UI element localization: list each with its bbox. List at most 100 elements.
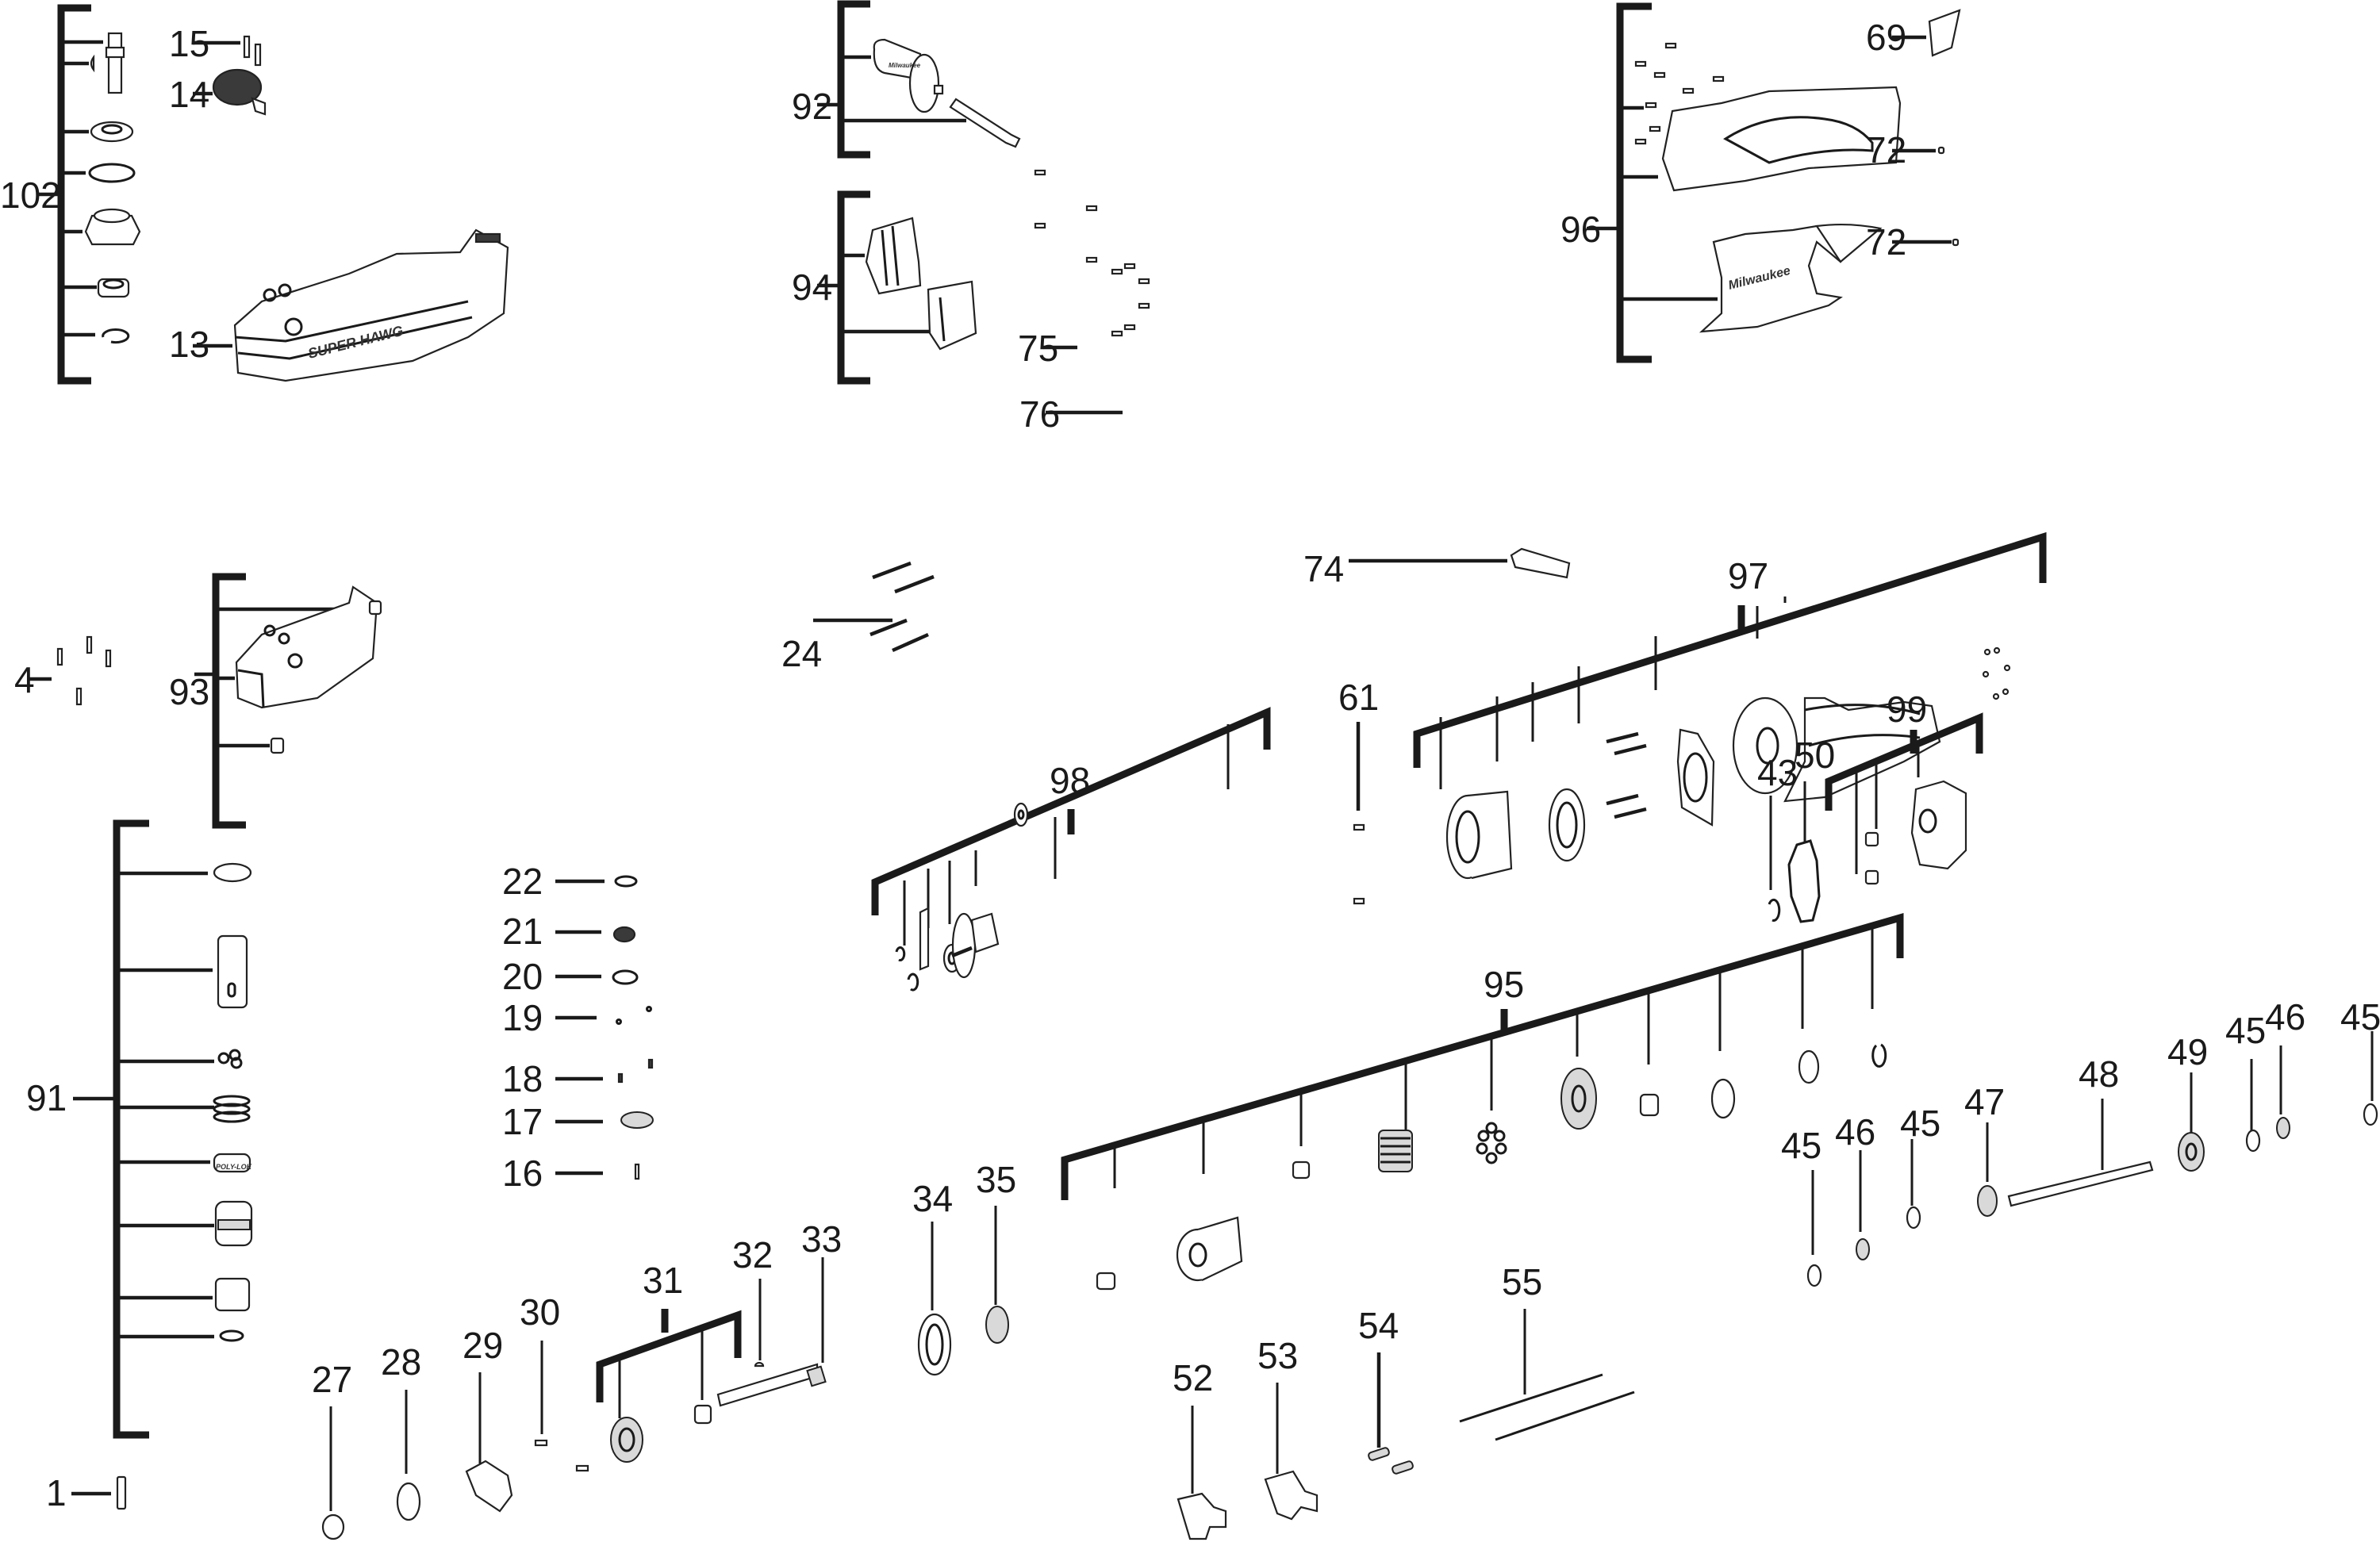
label-61: 61 (1338, 677, 1379, 718)
thrust-bearing-part (1856, 1238, 1870, 1260)
spur-gear-part (2178, 1132, 2205, 1172)
armature-part (951, 912, 1000, 979)
callout-53: 53 (1257, 1335, 1319, 1521)
label-91: 91 (26, 1077, 67, 1118)
bearing-seal-part (90, 121, 134, 143)
callout-33: 33 (716, 1218, 842, 1407)
pin-part (1495, 1391, 1635, 1441)
label-52: 52 (1173, 1357, 1213, 1398)
label-97: 97 (1728, 555, 1768, 597)
label-95: 95 (1484, 964, 1524, 1005)
screw-part (1353, 897, 1365, 905)
washer-part (1906, 1206, 1921, 1230)
intermediate-gear-part (610, 1417, 643, 1463)
bearing-plate-part (84, 208, 141, 246)
callout-61: 61 (1338, 677, 1379, 905)
plug-part (1952, 238, 1960, 247)
bushing-part (693, 1404, 712, 1425)
baffle-part (919, 907, 930, 971)
label-47: 47 (1964, 1081, 2005, 1122)
label-29: 29 (463, 1325, 503, 1366)
callout-31: 31 (596, 1260, 742, 1418)
spindle-shaft-part (716, 1363, 819, 1407)
callout-55: 55 (1459, 1261, 1635, 1441)
callout-45-c: 45 (2225, 1010, 2266, 1153)
chuck-balls-part (217, 1049, 243, 1069)
screw-part (86, 635, 93, 654)
screw-part (254, 43, 262, 67)
label-54: 54 (1358, 1305, 1399, 1346)
callout-35: 35 (976, 1159, 1016, 1344)
clutch-dog-part (985, 1306, 1009, 1344)
screw-part (634, 1163, 640, 1180)
chuck-body-part (217, 934, 248, 1009)
callout-16: 16 (502, 1153, 640, 1194)
long-screw-part (892, 632, 929, 653)
seal-part (321, 1513, 345, 1540)
callout-52: 52 (1173, 1357, 1227, 1540)
label-49: 49 (2167, 1031, 2208, 1072)
label-19: 19 (502, 997, 543, 1038)
needle-bearing-part (368, 600, 382, 616)
brush-part (1510, 547, 1571, 579)
label-31: 31 (643, 1260, 683, 1301)
retaining-ring-part (1871, 1043, 1887, 1068)
spring-ring-part (612, 969, 639, 985)
label-43: 43 (1757, 752, 1798, 793)
o-ring-part (614, 875, 638, 888)
long-screw-part (869, 618, 908, 637)
callout-4: 4 (14, 635, 112, 706)
label-45-a: 45 (1781, 1125, 1821, 1166)
callout-48: 48 (2007, 1053, 2154, 1207)
callout-24: 24 (781, 561, 935, 674)
label-20: 20 (502, 956, 543, 997)
armature-rear-bearing-part (1013, 802, 1029, 827)
callout-54: 54 (1358, 1305, 1414, 1475)
callout-1: 1 (46, 1472, 127, 1513)
screw-part (534, 1439, 548, 1447)
label-93: 93 (169, 671, 209, 712)
clutch-gear-part (1560, 1068, 1597, 1130)
label-35: 35 (976, 1159, 1016, 1200)
label-48: 48 (2079, 1053, 2119, 1095)
shift-fork-part (1177, 1492, 1227, 1540)
screw-part (1353, 823, 1365, 831)
long-screw-part (894, 574, 935, 594)
callout-34: 34 (912, 1178, 953, 1376)
washer-part (1710, 1078, 1736, 1119)
ball-part (646, 1006, 652, 1012)
callout-72-upper: 72 (1866, 129, 1945, 171)
o-ring-part (219, 1329, 244, 1342)
small-screws-97 (1982, 646, 2011, 700)
washer-part (2245, 1129, 2261, 1153)
pin-part (647, 1058, 654, 1069)
collar-text: POLY-LOK (216, 1163, 253, 1171)
clutch-drum-part (1176, 1216, 1243, 1282)
housing-screws (1634, 42, 1725, 145)
callout-21: 21 (502, 911, 636, 952)
callout-45-b: 45 (1900, 1103, 1940, 1230)
long-screw-part (872, 561, 912, 580)
chuck-ring-part (214, 1277, 251, 1312)
screw-part (105, 649, 112, 668)
thrust-washer-part (213, 862, 252, 883)
label-55: 55 (1502, 1261, 1542, 1302)
callout-75: 75 (1018, 328, 1077, 369)
bearing-retainer-part (465, 1460, 513, 1513)
callout-74: 74 (1303, 547, 1571, 589)
label-22: 22 (502, 861, 543, 902)
callout-47: 47 (1964, 1081, 2005, 1217)
callout-69: 69 (1866, 9, 1961, 58)
callout-27: 27 (312, 1359, 352, 1540)
bearing-part (396, 1482, 421, 1521)
callout-96: 96 (1560, 2, 1718, 363)
label-45-c: 45 (2225, 1010, 2266, 1051)
callout-50: 50 (1787, 735, 1835, 923)
chuck-sleeve-part (214, 1200, 253, 1247)
callout-91: 91 (26, 819, 214, 1439)
plug-part (1937, 146, 1945, 155)
snap-ring-part (1768, 898, 1781, 922)
callout-43: 43 (1757, 752, 1798, 922)
gasket-part (1787, 839, 1821, 923)
washer-part (1798, 1049, 1820, 1084)
